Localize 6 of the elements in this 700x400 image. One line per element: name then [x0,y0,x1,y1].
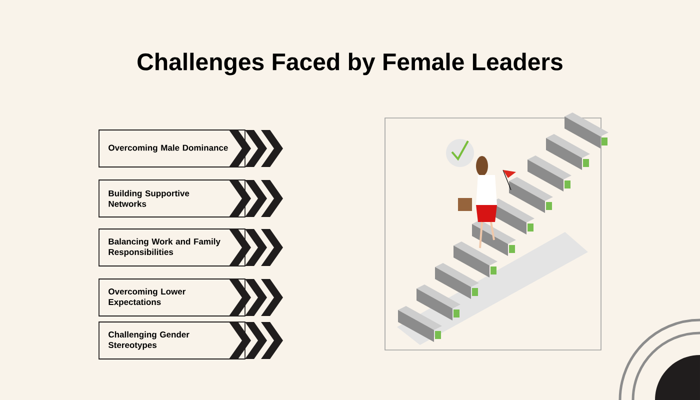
step-box: Overcoming Lower Expectations [98,278,283,316]
step-box: Building Supportive Networks [98,180,283,218]
title: Challenges Faced by Female Leaders [138,52,562,76]
step-box: Challenging Gender Stereotypes [98,322,283,360]
step-box: Overcoming Male Dominance [98,130,283,168]
step-box: Balancing Work and Family Responsibilities [98,228,283,266]
